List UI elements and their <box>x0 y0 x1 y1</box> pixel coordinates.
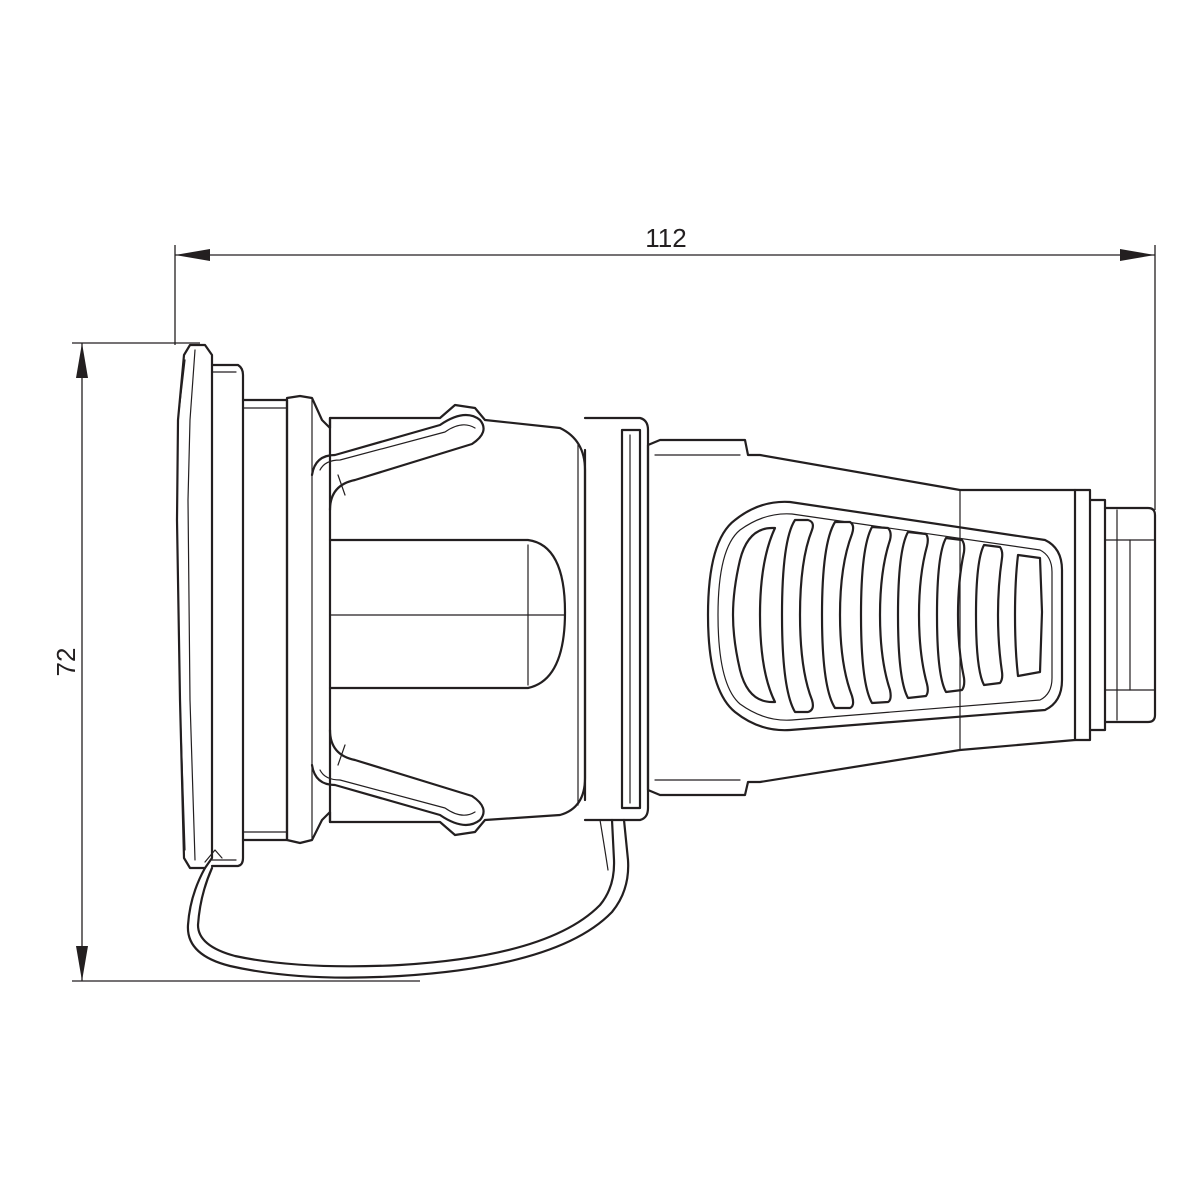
lid-window <box>328 538 567 690</box>
height-dimension-label: 72 <box>51 648 81 677</box>
height-arrow-top <box>76 343 88 378</box>
socket-body <box>285 394 587 845</box>
coupling-ring <box>583 416 650 822</box>
length-arrow-right <box>1120 249 1155 261</box>
front-flange <box>175 343 245 870</box>
grip-rib <box>731 526 777 704</box>
grip-rib <box>820 520 855 710</box>
grip-rib <box>780 518 814 714</box>
grip-rib <box>859 525 892 705</box>
grip-rib <box>1013 553 1044 678</box>
lower-latch <box>310 728 485 827</box>
length-dimension: 112 <box>174 223 1156 510</box>
grip-rib <box>935 536 966 694</box>
lid-strap <box>186 818 630 979</box>
height-arrow-bottom <box>76 946 88 981</box>
length-arrow-left <box>175 249 210 261</box>
grip-handle <box>646 438 1077 797</box>
upper-latch <box>310 413 485 512</box>
cable-gland <box>1073 488 1157 742</box>
grip-rib <box>974 543 1004 687</box>
connector-neck <box>241 398 289 842</box>
grip-rib <box>896 530 929 700</box>
grip-ribs <box>731 518 1044 714</box>
height-dimension: 72 <box>51 342 420 982</box>
length-dimension-label: 112 <box>645 223 686 253</box>
